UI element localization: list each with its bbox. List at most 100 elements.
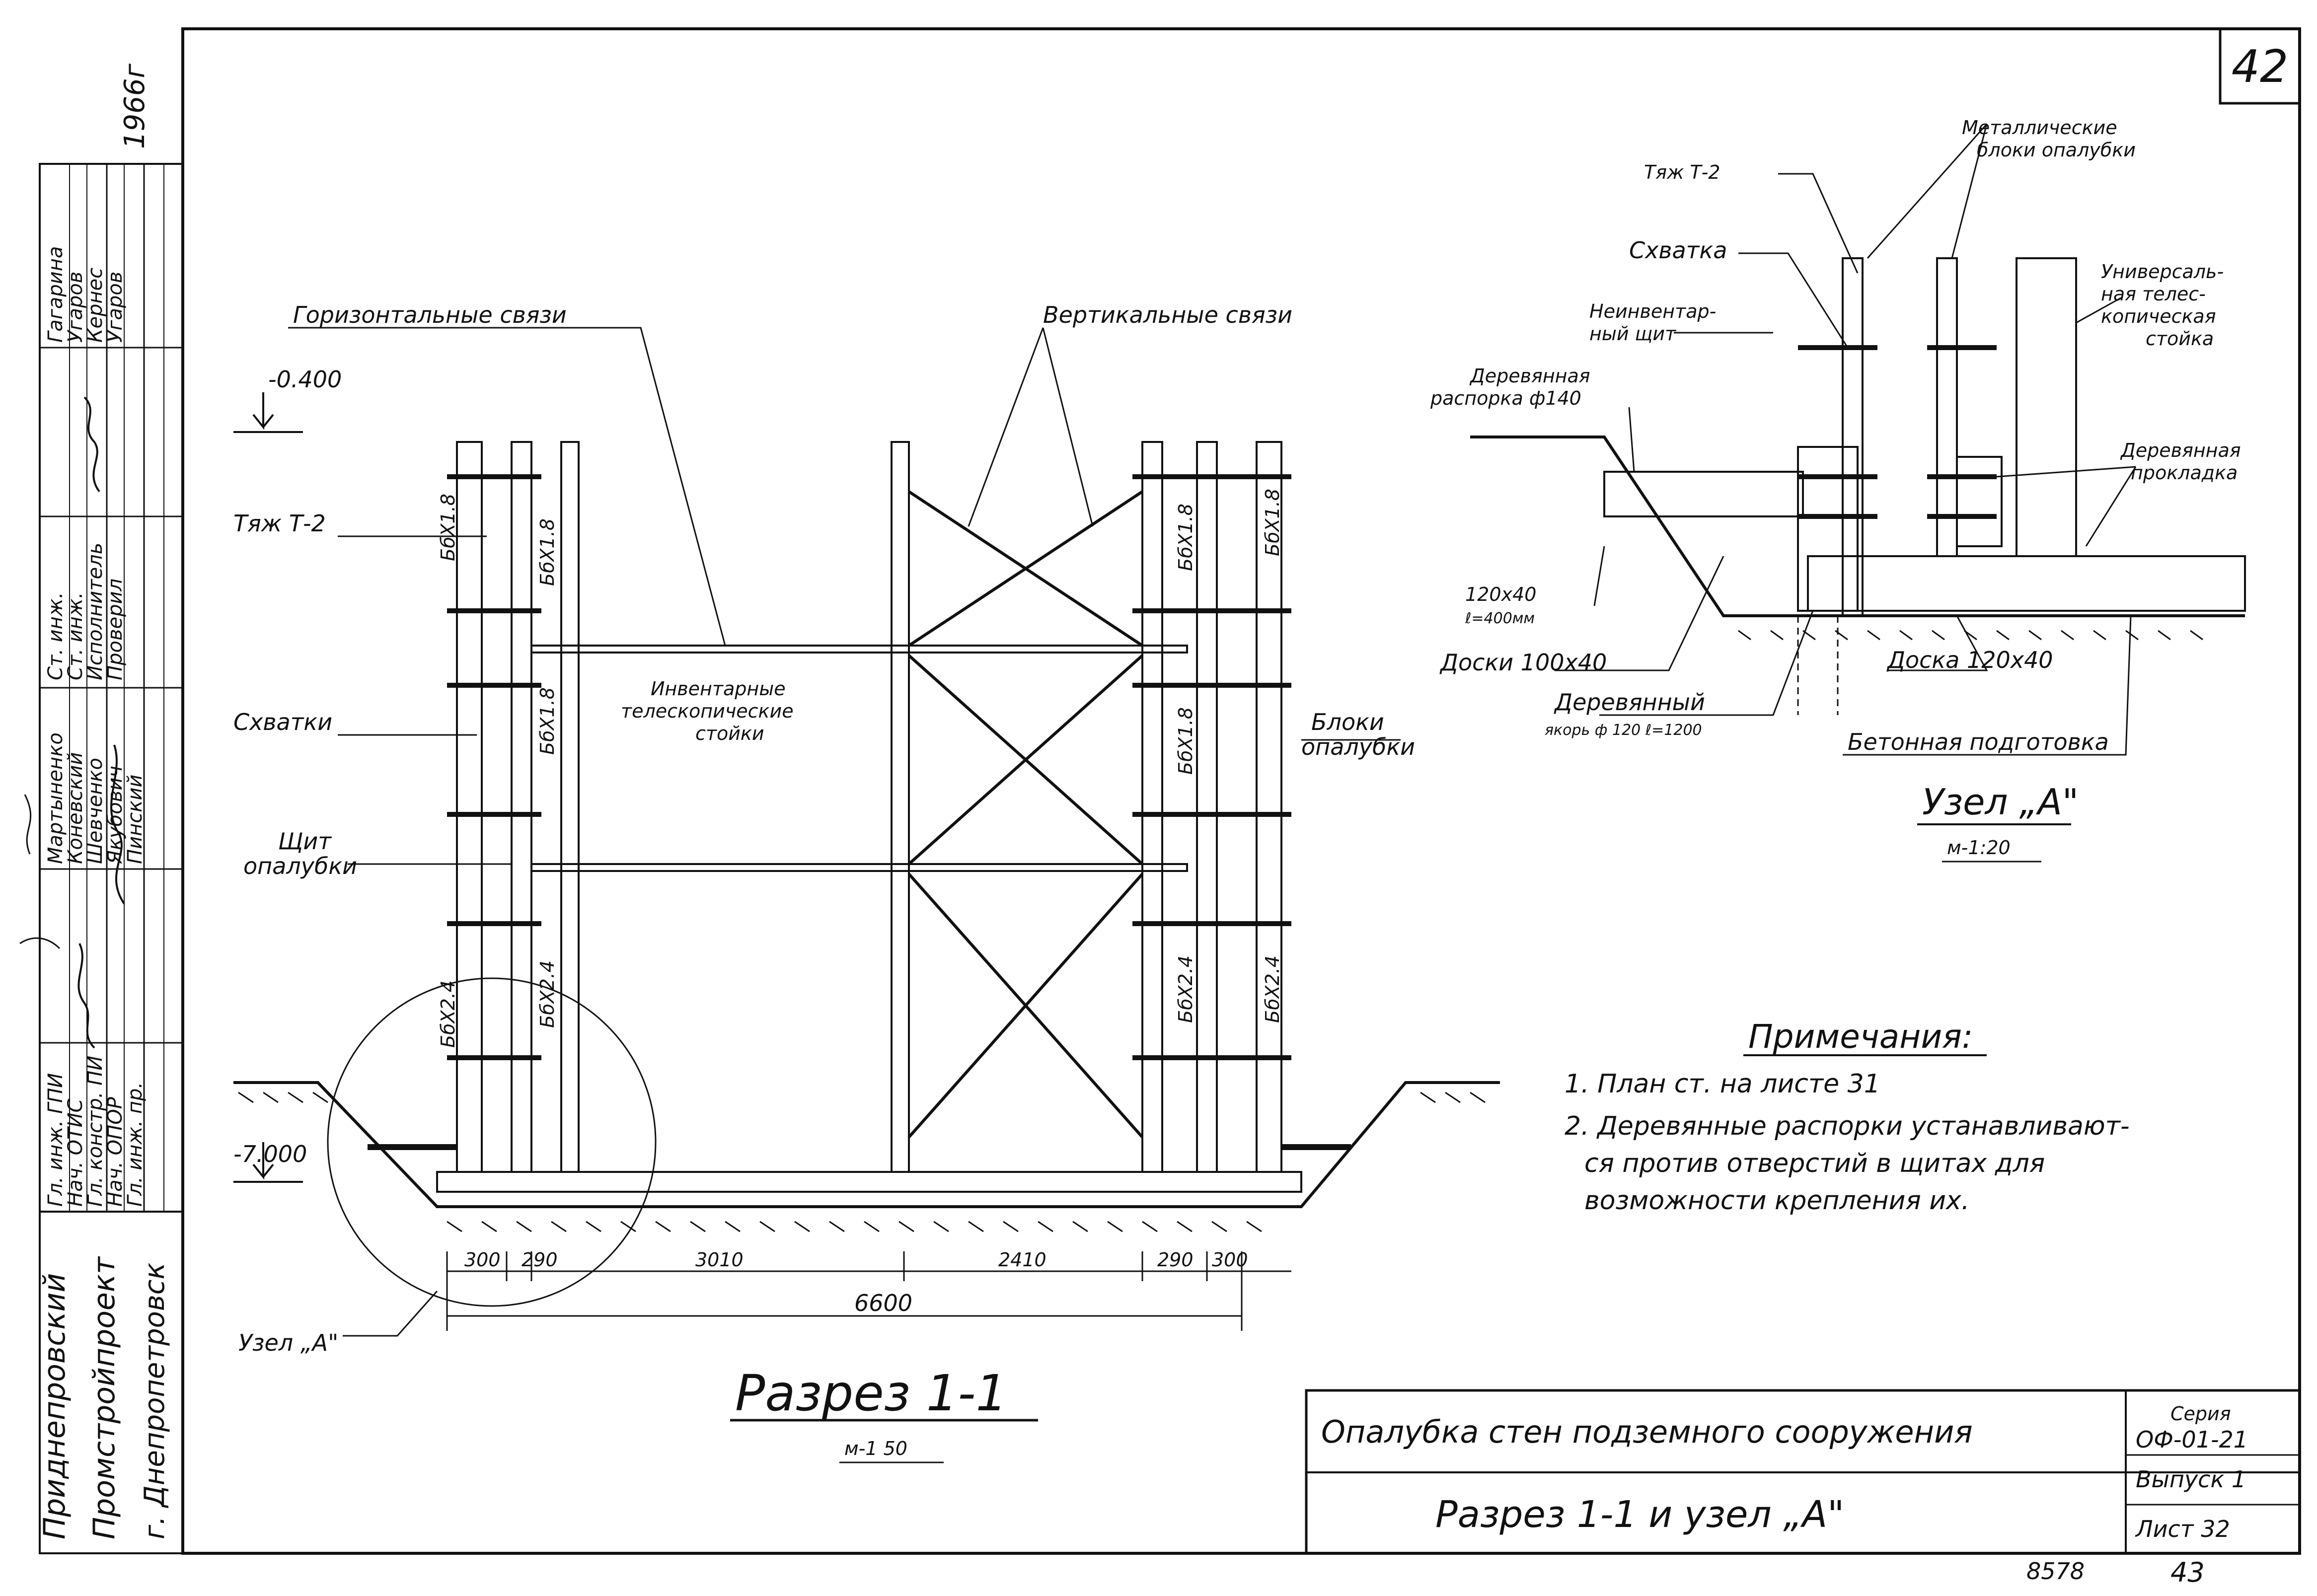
panel-mark: БбХ2.4: [536, 960, 558, 1028]
stamp-name: Угаров: [104, 272, 127, 343]
formwork-panel: [1256, 441, 1282, 1173]
stamp-name: Коневский: [64, 752, 87, 864]
sheet-label: Лист 32: [2135, 1516, 2230, 1542]
node-universal-label-1: Универсаль-: [2101, 261, 2224, 283]
ground-hatch: [238, 1091, 1486, 1233]
dimension-value: 290: [522, 1249, 558, 1271]
title-block-name: Опалубка стен подземного сооружения: [1321, 1414, 1973, 1450]
panel-mark: БбХ2.4: [1262, 955, 1283, 1023]
node-title: Узел „А": [1922, 781, 2079, 823]
node-board-120-label: Доска 120х40: [1886, 647, 2053, 673]
panel-mark: БбХ1.8: [1262, 489, 1283, 556]
node-a: [1470, 124, 2246, 756]
notes-line-2: 2. Деревянные распорки устанавливают-: [1565, 1111, 2130, 1141]
stamp-position: Гл. инж. ГПИ: [44, 1073, 67, 1207]
notes-line-1: 1. План ст. на листе 31: [1565, 1069, 1880, 1099]
node-slab: [1807, 555, 2246, 612]
stamp-org: Приднепровский Промстройпроект г. Днепро…: [37, 1256, 171, 1539]
node-clamp-label: Схватка: [1629, 237, 1727, 264]
node-boards-100-label: Доски 100х40: [1439, 649, 1607, 676]
node-noninv-label-1: Неинвентар-: [1589, 300, 1716, 322]
formwork-panel: [1141, 441, 1163, 1173]
node-ref-label: Узел „А": [238, 1329, 338, 1356]
sheet-number-box: [2219, 27, 2301, 105]
dimension-value: 300: [464, 1249, 501, 1271]
bottom-code-1: 8578: [2026, 1558, 2085, 1585]
dimension-value: 6600: [854, 1290, 912, 1316]
node-metal-blocks-label-1: Металлические: [1962, 117, 2117, 139]
props-label-1: Инвентарные: [651, 678, 786, 700]
dimension-values: 300 290 3010 2410 290 300 6600: [464, 1249, 1248, 1316]
signature-mark: [19, 794, 61, 949]
stamp-position: Проверил: [104, 579, 127, 680]
node-universal-label-3: копическая: [2101, 305, 2216, 327]
horizontal-tie: [530, 863, 1188, 872]
stamp-position: Гл. констр. ПИ: [84, 1056, 107, 1207]
node-anchor-label-2: якорь ф 120 ℓ=1200: [1545, 722, 1702, 739]
signature-mark: [77, 396, 125, 1049]
dimension-value: 2410: [998, 1249, 1046, 1271]
node-anchor-label-1: Деревянный: [1554, 689, 1705, 716]
dimension-lines: [446, 1251, 1291, 1331]
node-universal-label-2: ная телес-: [2101, 283, 2206, 305]
level-mark-bottom: [233, 1142, 303, 1183]
formwork-panel: [456, 441, 483, 1173]
stamp-name: Якубович: [104, 766, 127, 865]
panel-marks: БбХ1.8 БбХ1.8 БбХ1.8 БбХ1.8 БбХ1.8 БбХ1.…: [437, 489, 1283, 1048]
vertical-ties: [907, 490, 1144, 1138]
node-clamps: [1798, 345, 1997, 519]
stamp-position: Гл. инж. пр.: [124, 1082, 147, 1207]
series-label: Серия: [2170, 1403, 2231, 1425]
year-label: 1966г: [119, 63, 151, 149]
node-scale: м-1:20: [1947, 837, 2011, 859]
horizontal-ties-label: Горизонтальные связи: [293, 301, 567, 328]
sheet-number: 42: [2232, 41, 2289, 93]
stamp-block: [19, 163, 184, 1554]
section-scale: м-1 50: [844, 1438, 907, 1459]
stamp-name: Пинский: [124, 775, 147, 864]
node-pad: [1956, 456, 2003, 547]
horizontal-tie: [530, 645, 1188, 653]
notes-line-4: возможности крепления их.: [1584, 1186, 1969, 1216]
props-label-2: телескопические: [621, 700, 794, 722]
node-concrete-label: Бетонная подготовка: [1848, 728, 2109, 755]
stamp-org-line-1: Приднепровский: [37, 1273, 72, 1539]
node-universal-prop: [2016, 257, 2077, 557]
stamp-position: Ст. инж.: [64, 592, 87, 680]
formwork-panel: [511, 441, 532, 1173]
dimension-value: 300: [1212, 1249, 1248, 1271]
panel-mark: БбХ1.8: [536, 687, 558, 755]
level-bottom-label: -7.000: [233, 1141, 307, 1167]
series-code: ОФ-01-21: [2136, 1426, 2248, 1453]
node-wood-strut-label-2: распорка ф140: [1430, 387, 1581, 409]
trench-outline: [233, 1081, 1500, 1208]
blocks-label-1: Блоки: [1311, 709, 1384, 735]
node-ground: [1470, 435, 2245, 617]
stamp-positions: Гл. инж. ГПИ Нач. ОТИС Гл. констр. ПИ На…: [44, 543, 147, 1207]
node-noninv-label-2: ный щит: [1589, 323, 1677, 345]
stamp-position: Ст. инж.: [44, 592, 67, 680]
notes-heading: Примечания:: [1748, 1017, 1973, 1056]
node-a-circle: [327, 977, 657, 1307]
tie-t2-label: Тяж Т-2: [233, 510, 326, 537]
node-panel: [1842, 257, 1864, 617]
telescopic-prop: [891, 441, 910, 1173]
level-top-label: -0.400: [268, 366, 342, 393]
node-anchor-dashed: [1797, 616, 1839, 715]
clamps-label: Схватки: [233, 709, 332, 735]
node-ground-hatch: [1738, 630, 2203, 641]
node-panel: [1936, 257, 1958, 557]
issue-label: Выпуск 1: [2136, 1466, 2246, 1493]
stamp-position: Нач. ОТИС: [64, 1099, 87, 1207]
node-universal-label-4: стойка: [2146, 328, 2214, 350]
vertical-ties-label: Вертикальные связи: [1043, 301, 1292, 328]
node-strut: [1603, 471, 1804, 517]
node-metal-blocks-label-2: блоки опалубки: [1977, 139, 2136, 161]
node-board-size-label-1: 120х40: [1465, 583, 1536, 605]
stamp-name: Угаров: [64, 272, 87, 343]
stamp-org-line-3: г. Днепропетровск: [139, 1262, 171, 1539]
node-anchor: [1797, 446, 1859, 612]
title-block: [1305, 1389, 2301, 1555]
panel-mark: БбХ1.8: [536, 518, 558, 586]
panel-mark: БбХ1.8: [1175, 707, 1196, 775]
